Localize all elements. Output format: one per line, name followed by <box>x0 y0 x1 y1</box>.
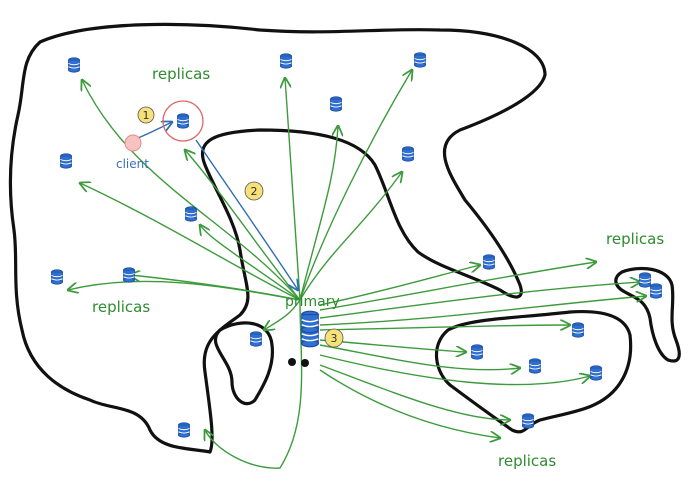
database-icon <box>414 52 426 68</box>
database-icon <box>529 358 541 374</box>
main-landmass-outline <box>8 22 547 454</box>
decoration-dot <box>301 359 309 367</box>
replication-arrow <box>319 325 570 331</box>
replication-arrow <box>82 80 301 301</box>
replication-arrow <box>264 299 301 330</box>
database-icon <box>590 365 602 381</box>
replicas-label-top: replicas <box>152 65 210 83</box>
territory-outlines <box>8 22 681 454</box>
replication-arrow <box>319 364 510 420</box>
replication-arrow <box>299 172 402 301</box>
contacted-replica-highlight <box>162 100 204 142</box>
replication-arrow <box>285 78 301 301</box>
replication-arrow <box>185 150 301 301</box>
database-icon <box>330 96 342 112</box>
replication-arrow <box>299 126 338 301</box>
replicas-label-left: replicas <box>92 298 150 316</box>
replicas-label-bottom: replicas <box>498 452 556 470</box>
lake-outline <box>213 321 275 406</box>
replication-arrow <box>319 344 520 370</box>
replication-arrow <box>319 354 590 386</box>
database-icon <box>471 344 483 360</box>
database-icon <box>68 57 80 73</box>
database-icon <box>639 272 651 288</box>
database-icon <box>60 153 72 169</box>
client-label: client <box>116 157 149 171</box>
replication-arrow <box>319 282 640 319</box>
database-icon <box>522 413 534 429</box>
far-east-peninsula-outline <box>614 266 681 363</box>
database-icon <box>280 53 292 69</box>
decoration-dot <box>288 358 296 366</box>
svg-text:2: 2 <box>251 185 258 198</box>
database-icon <box>650 283 662 299</box>
database-icon <box>51 269 63 285</box>
replication-arrow <box>130 275 301 301</box>
client-icon <box>124 134 142 152</box>
svg-text:1: 1 <box>143 109 150 122</box>
svg-text:3: 3 <box>331 332 338 345</box>
replicas-label-right: replicas <box>606 230 664 248</box>
replication-arrow <box>319 296 646 326</box>
replica-to-primary-arrow <box>195 139 298 290</box>
step-badge-2: 2 <box>244 181 264 201</box>
step-badge-3: 3 <box>324 328 344 348</box>
step-badge-1: 1 <box>137 106 155 124</box>
replication-arrows <box>68 70 646 469</box>
replication-arrow <box>205 299 303 469</box>
database-icon <box>572 322 584 338</box>
replication-arrow <box>299 70 412 301</box>
client-to-replica-arrow <box>137 122 172 139</box>
database-icon <box>301 310 319 334</box>
replication-arrow <box>80 183 301 301</box>
primary-label: primary <box>285 294 340 310</box>
replication-arrow <box>319 262 596 311</box>
database-icon <box>123 267 135 283</box>
client-request-arrows <box>137 122 298 290</box>
database-icon <box>402 146 414 162</box>
database-icon <box>185 206 197 222</box>
replication-arrow <box>200 225 301 301</box>
database-icon <box>483 254 495 270</box>
replication-arrow <box>319 265 480 306</box>
replication-arrow <box>319 369 500 438</box>
database-icon <box>250 331 262 347</box>
database-icon <box>178 422 190 438</box>
primary-database <box>301 310 319 348</box>
east-island-outline <box>434 310 633 434</box>
database-icon <box>177 113 189 129</box>
